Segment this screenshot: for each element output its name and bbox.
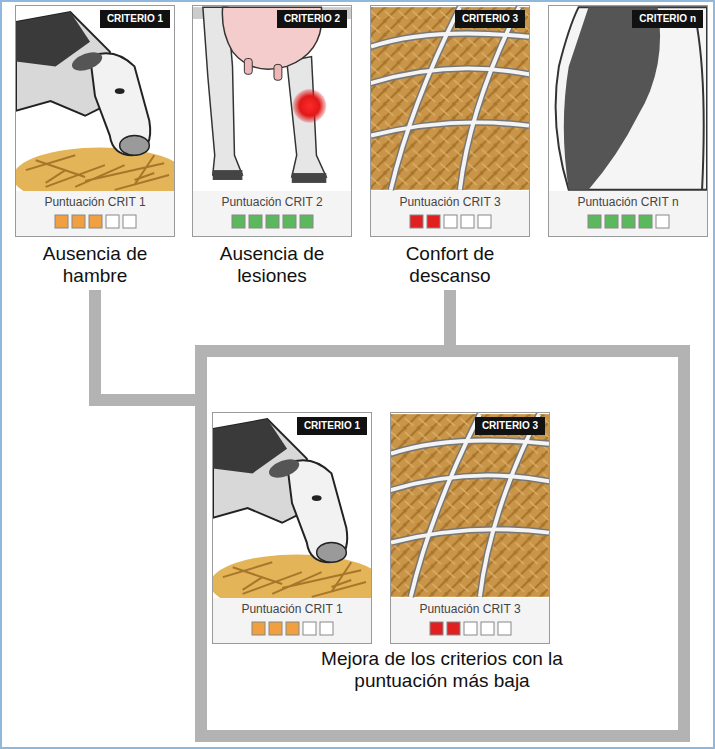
criterion-tag: CRITERIO 3 bbox=[475, 417, 545, 435]
score-square bbox=[72, 215, 85, 228]
score-label: Puntuación CRIT 3 bbox=[370, 195, 530, 210]
score-square bbox=[266, 215, 279, 228]
card-hunger-selected bbox=[210, 413, 384, 644]
score-square bbox=[55, 215, 68, 228]
score-square bbox=[410, 215, 423, 228]
selection-frame: Mejora de los criterios con la puntuació… bbox=[195, 345, 690, 742]
score-label: Puntuación CRIT 1 bbox=[212, 602, 372, 617]
score-square bbox=[605, 215, 618, 228]
score-square bbox=[656, 215, 669, 228]
score-square bbox=[300, 215, 313, 228]
score-square bbox=[464, 622, 477, 635]
score-panel bbox=[391, 598, 549, 643]
score-square bbox=[283, 215, 296, 228]
criterion-caption: Ausencia de lesiones bbox=[192, 243, 352, 287]
score-square bbox=[106, 215, 119, 228]
score-squares bbox=[588, 215, 669, 228]
score-square bbox=[286, 622, 299, 635]
card-injury bbox=[193, 6, 352, 237]
score-label: Puntuación CRIT n bbox=[548, 195, 708, 210]
score-square bbox=[430, 622, 443, 635]
score-square bbox=[320, 622, 333, 635]
criterion-tag: CRITERIO 3 bbox=[455, 10, 525, 28]
score-square bbox=[232, 215, 245, 228]
cow-eating-picture bbox=[13, 7, 187, 206]
score-panel bbox=[549, 191, 707, 236]
score-square bbox=[622, 215, 635, 228]
score-square bbox=[478, 215, 491, 228]
score-squares bbox=[252, 622, 333, 635]
selected-card: CRITERIO 3 Puntuación CRIT 3 bbox=[390, 412, 550, 644]
score-panel bbox=[213, 598, 371, 643]
score-square bbox=[498, 622, 511, 635]
cow-back-picture bbox=[549, 7, 707, 190]
score-squares bbox=[430, 622, 511, 635]
frame-caption: Mejora de los criterios con la puntuació… bbox=[287, 648, 597, 692]
score-label: Puntuación CRIT 1 bbox=[15, 195, 175, 210]
stall-picture bbox=[361, 7, 539, 190]
criterion-tag: CRITERIO n bbox=[632, 10, 703, 28]
score-squares bbox=[410, 215, 491, 228]
criterion-card: CRITERIO 2 Puntuación CRIT 2 Ausencia de l… bbox=[192, 5, 352, 290]
criterion-caption: Confort de descanso bbox=[370, 243, 530, 287]
stall-picture bbox=[381, 414, 559, 597]
cow-leg-picture bbox=[193, 7, 351, 190]
score-square bbox=[481, 622, 494, 635]
criterion-caption: Ausencia de hambre bbox=[15, 243, 175, 287]
score-square bbox=[461, 215, 474, 228]
score-panel bbox=[193, 191, 351, 236]
score-square bbox=[444, 215, 457, 228]
score-square bbox=[252, 622, 265, 635]
score-squares bbox=[55, 215, 136, 228]
score-square bbox=[123, 215, 136, 228]
score-square bbox=[269, 622, 282, 635]
score-panel bbox=[371, 191, 529, 236]
criterion-card: CRITERIO 3 Puntuación CRIT 3 Confort de de… bbox=[370, 5, 530, 290]
card-frame bbox=[549, 6, 708, 237]
criterion-card: CRITERIO 1 Puntuación CRIT 1 Ausencia de h… bbox=[15, 5, 175, 290]
score-panel bbox=[16, 191, 174, 236]
card-rest-selected bbox=[381, 413, 559, 644]
score-squares bbox=[232, 215, 313, 228]
cow-eating-picture bbox=[210, 414, 384, 613]
score-square bbox=[303, 622, 316, 635]
criterion-tag: CRITERIO 1 bbox=[297, 417, 367, 435]
criterion-tag: CRITERIO 1 bbox=[100, 10, 170, 28]
score-square bbox=[89, 215, 102, 228]
criterion-card: CRITERIO n Puntuación CRIT n bbox=[548, 5, 708, 237]
score-square bbox=[427, 215, 440, 228]
card-hunger bbox=[13, 6, 187, 237]
criterion-tag: CRITERIO 2 bbox=[277, 10, 347, 28]
card-rest bbox=[361, 6, 539, 237]
score-label: Puntuación CRIT 2 bbox=[192, 195, 352, 210]
score-square bbox=[249, 215, 262, 228]
score-label: Puntuación CRIT 3 bbox=[390, 602, 550, 617]
card-n bbox=[549, 6, 708, 237]
selected-card: CRITERIO 1 Puntuación CRIT 1 bbox=[212, 412, 372, 644]
score-square bbox=[447, 622, 460, 635]
grey-connector bbox=[444, 290, 456, 345]
card-frame bbox=[193, 6, 352, 237]
score-square bbox=[639, 215, 652, 228]
score-square bbox=[588, 215, 601, 228]
grey-connector bbox=[95, 290, 195, 400]
